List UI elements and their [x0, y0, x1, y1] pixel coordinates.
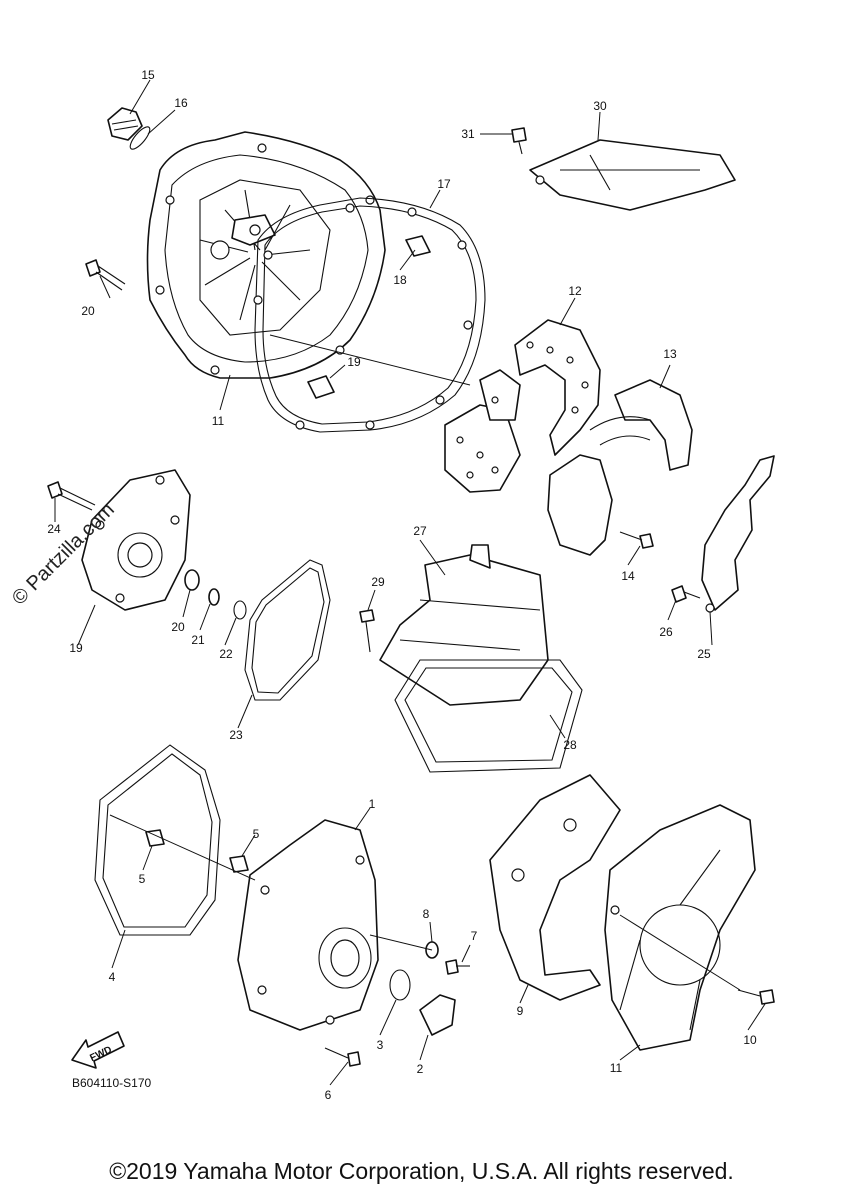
part-crankcase-cover-29 [379, 544, 549, 706]
callout-22: 20 [171, 620, 185, 634]
callout-4: 4 [109, 970, 116, 984]
callout-19a: 18 [393, 273, 407, 287]
callout-7: 8 [423, 907, 430, 921]
callout-12: 11 [212, 414, 225, 428]
part-bolt-31 [359, 609, 375, 653]
part-bolt-8 [324, 1047, 361, 1067]
part-dowel-pin-lower [307, 375, 335, 399]
part-oil-filler-cap [107, 107, 151, 150]
part-circlip-24 [233, 600, 247, 620]
callout-32: 30 [593, 99, 607, 113]
callout-25: 23 [229, 728, 243, 742]
part-bolt-20 [85, 259, 126, 291]
callout-24: 22 [219, 647, 233, 661]
callout-5b: 5 [139, 872, 146, 886]
callout-13: 12 [568, 284, 582, 298]
callout-5a: 5 [253, 827, 260, 841]
part-water-pump-cover [81, 469, 191, 611]
callout-33: 31 [461, 127, 475, 141]
part-plug-2 [419, 994, 456, 1036]
callout-20: 20 [81, 304, 95, 318]
callout-3: 3 [377, 1038, 384, 1052]
part-dowel-pin-upper [405, 235, 431, 257]
callout-8: 6 [325, 1088, 332, 1102]
part-bolt-11 [737, 989, 775, 1005]
callout-9: 9 [517, 1004, 524, 1018]
callout-11: 10 [743, 1033, 757, 1047]
part-cover-plate-32 [529, 139, 736, 211]
part-gasket-30 [394, 659, 583, 773]
part-o-ring-3 [389, 969, 411, 1001]
part-washer-23 [208, 588, 220, 606]
callout-16: 15 [141, 68, 155, 82]
diagram-code: B604110-S170 [72, 1076, 152, 1090]
part-bracket-27 [701, 455, 775, 613]
callout-27: 25 [697, 647, 711, 661]
callout-21: 19 [69, 641, 83, 655]
part-crankcase-guard-13 [444, 319, 601, 493]
part-bracket-9 [489, 774, 621, 1001]
fwd-arrow-icon: FWD [71, 1031, 125, 1069]
callout-23: 21 [191, 633, 205, 647]
leader-lines [54, 79, 766, 1086]
callout-30: 28 [563, 738, 577, 752]
copyright-notice: ©2019 Yamaha Motor Corporation, U.S.A. A… [109, 1158, 734, 1184]
part-generator-cover [237, 819, 379, 1031]
callout-17: 16 [174, 96, 188, 110]
callout-15: 14 [621, 569, 635, 583]
callout-18: 17 [437, 177, 451, 191]
part-oil-seal-22 [184, 569, 200, 591]
callout-28: 26 [659, 625, 673, 639]
part-bolt-15 [619, 531, 654, 549]
callout-1: 1 [369, 797, 376, 811]
part-sprocket-cover [604, 804, 756, 1051]
callout-14: 13 [663, 347, 677, 361]
part-gasket-25 [244, 559, 331, 701]
part-bolt-6 [445, 959, 470, 975]
part-dowel-5a [145, 829, 165, 847]
callout-numbers: 15 16 30 31 17 18 20 12 13 19 11 24 27 2… [47, 68, 757, 1102]
callout-19b: 19 [347, 355, 361, 369]
callout-29: 27 [413, 524, 427, 538]
part-bolt-33 [511, 127, 527, 155]
callout-10: 11 [610, 1061, 623, 1075]
part-dowel-5b [229, 855, 249, 873]
part-gasket-4 [94, 744, 221, 936]
callout-2: 2 [417, 1062, 424, 1076]
part-clutch-cover-gasket [253, 197, 486, 433]
callout-26: 24 [47, 522, 61, 536]
part-bolt-26 [47, 481, 96, 511]
part-bolt-28 [671, 585, 701, 603]
part-crankcase-guard-14 [547, 379, 693, 556]
callout-6: 7 [471, 929, 478, 943]
callout-31: 29 [371, 575, 385, 589]
